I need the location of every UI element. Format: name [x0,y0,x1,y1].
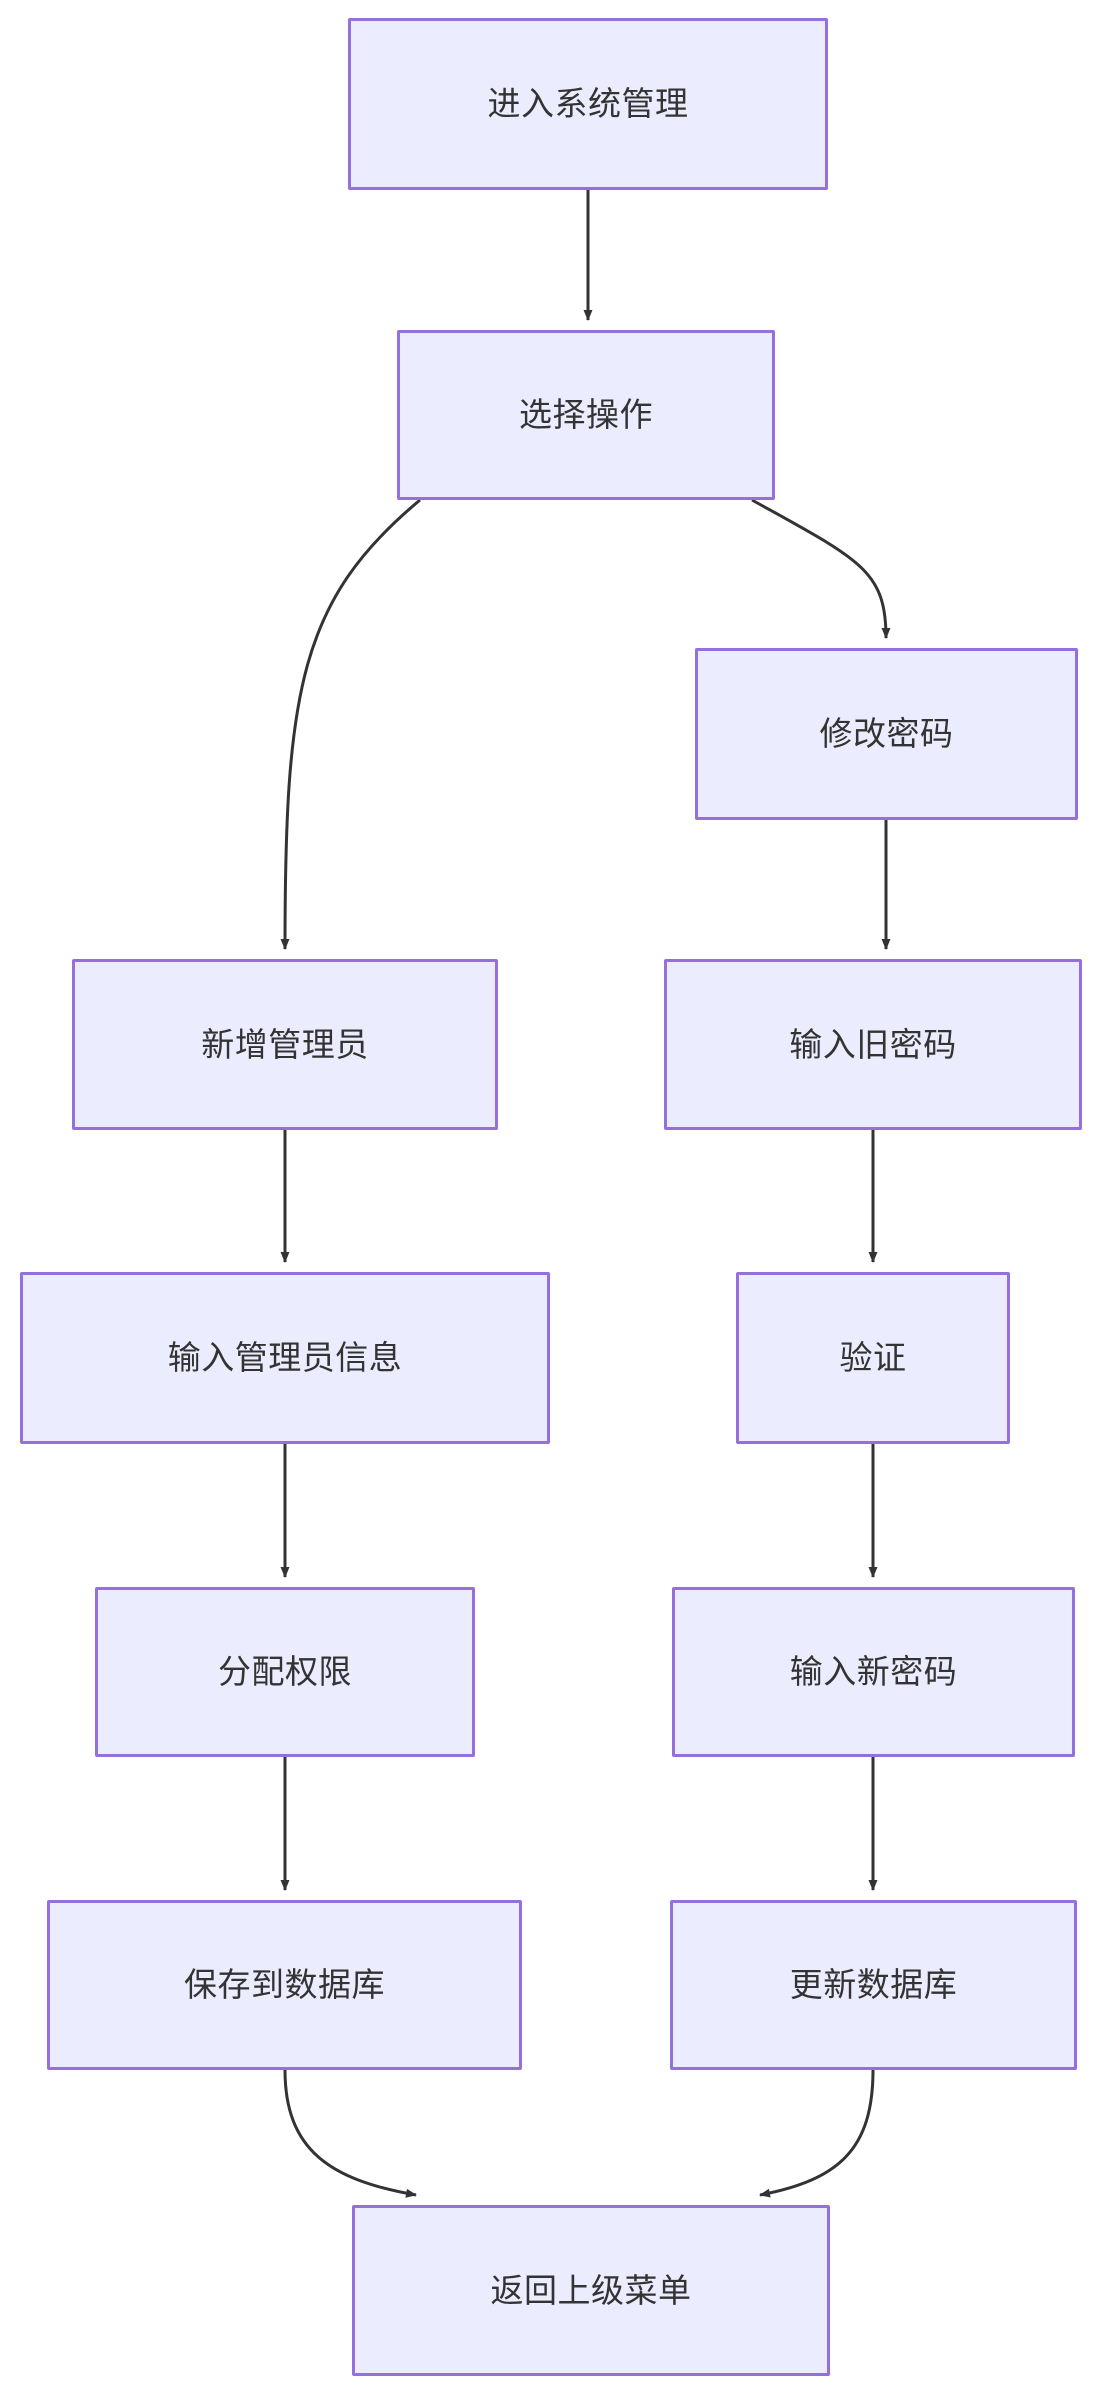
flow-node-label: 输入管理员信息 [167,1339,403,1377]
flow-node-label: 分配权限 [218,1653,352,1691]
flow-node-n2[interactable]: 选择操作 [397,330,775,500]
flow-node-n5[interactable]: 输入旧密码 [664,959,1082,1130]
flow-edge-n2-to-n4 [280,498,421,950]
flow-edge-n2-to-n3 [751,498,891,639]
flow-node-label: 输入新密码 [789,1653,958,1691]
flow-node-n4[interactable]: 新增管理员 [72,959,498,1130]
flow-node-n7[interactable]: 验证 [736,1272,1010,1444]
flow-edge-n11-to-n12 [759,2069,875,2198]
flow-node-n3[interactable]: 修改密码 [695,648,1078,820]
flow-node-n12[interactable]: 返回上级菜单 [352,2205,830,2376]
flow-edge-n10-to-n12 [283,2069,417,2198]
flow-node-label: 返回上级菜单 [490,2271,692,2309]
flow-node-label: 验证 [839,1339,907,1377]
flow-node-label: 保存到数据库 [184,1966,385,2004]
flow-node-n6[interactable]: 输入管理员信息 [20,1272,550,1444]
flow-node-n11[interactable]: 更新数据库 [670,1900,1077,2070]
flow-node-label: 新增管理员 [201,1025,369,1063]
flow-node-label: 输入旧密码 [789,1025,957,1063]
flow-node-n10[interactable]: 保存到数据库 [47,1900,522,2070]
flow-node-label: 选择操作 [519,396,653,434]
flow-node-label: 修改密码 [819,715,954,753]
flow-node-n8[interactable]: 分配权限 [95,1587,475,1757]
flow-node-label: 更新数据库 [789,1966,958,2004]
flow-node-n1[interactable]: 进入系统管理 [348,18,828,190]
flow-node-label: 进入系统管理 [487,85,689,123]
flow-node-n9[interactable]: 输入新密码 [672,1587,1075,1757]
